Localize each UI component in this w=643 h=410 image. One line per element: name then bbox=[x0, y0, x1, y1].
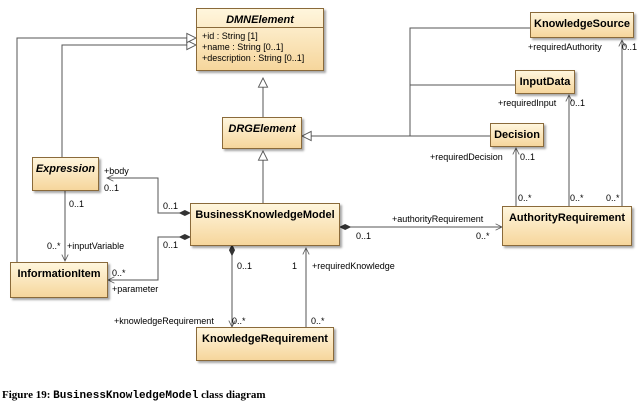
mult-body-expression: 0..1 bbox=[104, 183, 120, 193]
attribute-description: +description : String [0..1] bbox=[202, 53, 305, 63]
class-name: AuthorityRequirement bbox=[508, 212, 626, 224]
class-name: InformationItem bbox=[17, 268, 101, 280]
class-informationitem[interactable]: InformationItem bbox=[10, 262, 108, 298]
mult-body-bkm: 0..1 bbox=[163, 201, 179, 211]
attribute-compartment: +id : String [1] +name : String [0..1] +… bbox=[197, 27, 323, 66]
mult-inputvariable-informationitem: 0..* bbox=[47, 241, 61, 251]
attribute-id: +id : String [1] bbox=[202, 31, 258, 41]
figure-caption: Figure 19: BusinessKnowledgeModel class … bbox=[2, 389, 266, 402]
caption-prefix: Figure 19: bbox=[2, 389, 51, 401]
class-expression[interactable]: Expression bbox=[32, 157, 99, 191]
mult-requiredauthority-ks: 0..1 bbox=[622, 42, 638, 52]
mult-requireddecision-ar: 0..* bbox=[518, 193, 532, 203]
role-body: +body bbox=[104, 166, 129, 176]
class-dmnelement[interactable]: DMNElement +id : String [1] +name : Stri… bbox=[196, 8, 324, 71]
association-body bbox=[107, 178, 190, 213]
class-name: KnowledgeRequirement bbox=[202, 333, 328, 345]
class-decision[interactable]: Decision bbox=[490, 123, 544, 147]
mult-requiredinput-id: 0..1 bbox=[570, 98, 586, 108]
role-requiredauthority: +requiredAuthority bbox=[528, 42, 602, 52]
role-requiredknowledge: +requiredKnowledge bbox=[312, 261, 395, 271]
mult-requiredknowledge-kr: 0..* bbox=[311, 316, 325, 326]
generalization-expression-dmnelement bbox=[61, 45, 196, 157]
mult-authorityrequirement-bkm: 0..1 bbox=[356, 231, 372, 241]
caption-class-name: BusinessKnowledgeModel bbox=[53, 390, 199, 402]
class-name: Decision bbox=[494, 129, 540, 141]
attribute-name: +name : String [0..1] bbox=[202, 42, 284, 52]
class-name: DMNElement bbox=[226, 14, 294, 26]
mult-knowledgerequirement-bkm: 0..1 bbox=[237, 261, 253, 271]
class-inputdata[interactable]: InputData bbox=[515, 70, 575, 94]
class-name: KnowledgeSource bbox=[534, 18, 630, 30]
mult-requiredknowledge-bkm: 1 bbox=[292, 261, 298, 271]
role-requiredinput: +requiredInput bbox=[498, 98, 557, 108]
mult-parameter-informationitem: 0..* bbox=[112, 268, 126, 278]
class-name: DRGElement bbox=[228, 123, 296, 135]
class-knowledgesource[interactable]: KnowledgeSource bbox=[530, 12, 634, 38]
class-authorityrequirement[interactable]: AuthorityRequirement bbox=[502, 206, 632, 246]
role-knowledgerequirement: +knowledgeRequirement bbox=[114, 316, 214, 326]
association-parameter bbox=[108, 237, 190, 280]
mult-parameter-bkm: 0..1 bbox=[163, 240, 179, 250]
class-drgelement[interactable]: DRGElement bbox=[222, 117, 302, 149]
class-knowledgerequirement[interactable]: KnowledgeRequirement bbox=[196, 327, 334, 361]
class-name: BusinessKnowledgeModel bbox=[195, 209, 335, 221]
role-inputvariable: +inputVariable bbox=[67, 241, 125, 251]
generalization-knowledgesource-drgelement bbox=[409, 27, 530, 136]
class-name: InputData bbox=[519, 76, 571, 88]
class-name: Expression bbox=[35, 163, 96, 175]
caption-suffix: class diagram bbox=[201, 389, 266, 401]
mult-requireddecision-decision: 0..1 bbox=[520, 152, 536, 162]
mult-requiredauthority-ar: 0..* bbox=[606, 193, 620, 203]
class-businessknowledgemodel[interactable]: BusinessKnowledgeModel bbox=[190, 203, 340, 246]
mult-authorityrequirement-ar: 0..* bbox=[476, 231, 490, 241]
role-parameter: +parameter bbox=[112, 284, 159, 294]
role-authorityrequirement: +authorityRequirement bbox=[392, 214, 484, 224]
mult-requiredinput-ar: 0..* bbox=[570, 193, 584, 203]
generalization-informationitem-dmnelement bbox=[16, 38, 196, 262]
mult-knowledgerequirement-kr: 0..* bbox=[232, 316, 246, 326]
role-requireddecision: +requiredDecision bbox=[430, 152, 503, 162]
mult-inputvariable-expression: 0..1 bbox=[69, 199, 85, 209]
